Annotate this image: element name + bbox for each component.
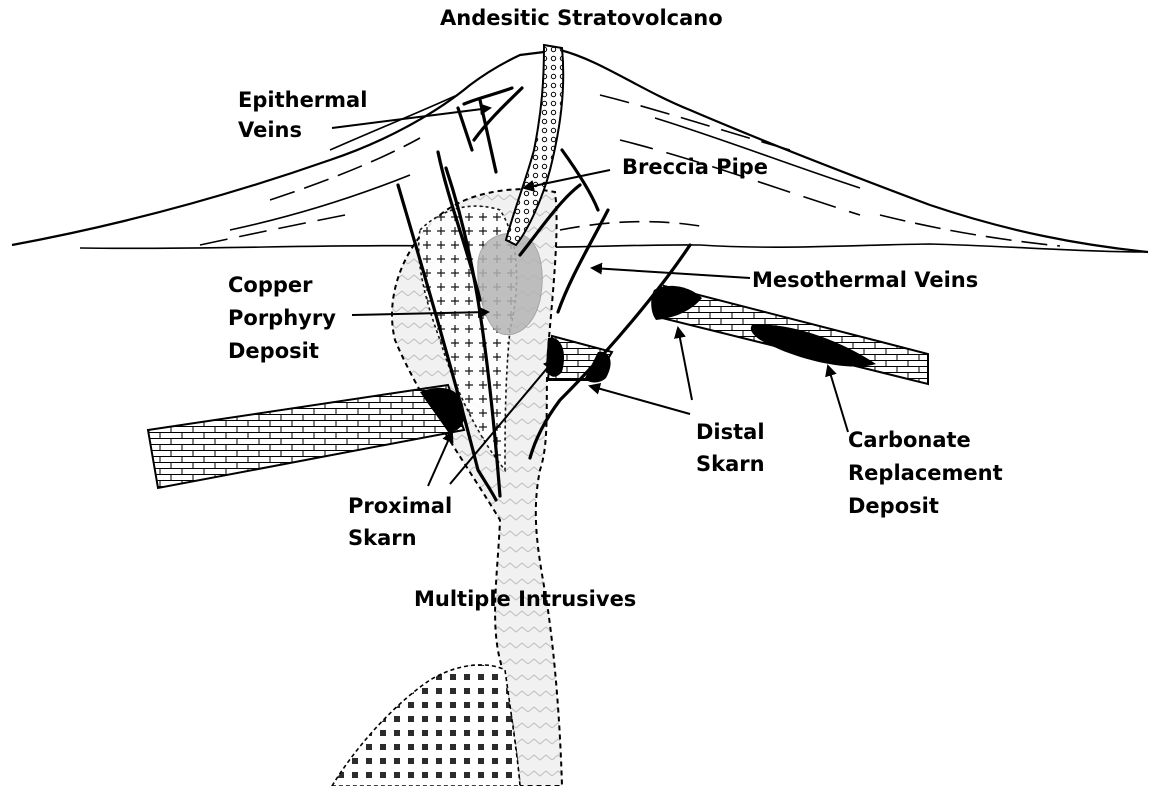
label-line: Veins [238, 115, 367, 145]
label-line: Replacement [848, 457, 1003, 490]
volcano-profile-line [12, 50, 1148, 252]
label-line: Deposit [228, 335, 336, 368]
label-proximal-skarn: Proximal Skarn [348, 490, 452, 554]
label-carbonate-replacement-deposit: Carbonate Replacement Deposit [848, 424, 1003, 523]
label-distal-skarn: Distal Skarn [696, 416, 765, 480]
label-line: Copper [228, 269, 336, 302]
label-line: Distal [696, 416, 765, 448]
carbonate-bed-left [148, 385, 464, 488]
basement-rock [332, 665, 520, 786]
label-multiple-intrusives: Multiple Intrusives [414, 584, 636, 614]
label-line: Epithermal [238, 85, 367, 115]
label-line: Carbonate [848, 424, 1003, 457]
label-breccia-pipe: Breccia Pipe [622, 152, 768, 182]
label-line: Skarn [696, 448, 765, 480]
label-line: Porphyry [228, 302, 336, 335]
diagram-title: Andesitic Stratovolcano [440, 3, 723, 33]
label-mesothermal-veins: Mesothermal Veins [752, 265, 978, 295]
label-copper-porphyry-deposit: Copper Porphyry Deposit [228, 269, 336, 368]
label-line: Skarn [348, 522, 452, 554]
label-line: Deposit [848, 490, 1003, 523]
label-epithermal-veins: Epithermal Veins [238, 85, 367, 145]
label-line: Proximal [348, 490, 452, 522]
ground-surface-line [80, 244, 1148, 252]
